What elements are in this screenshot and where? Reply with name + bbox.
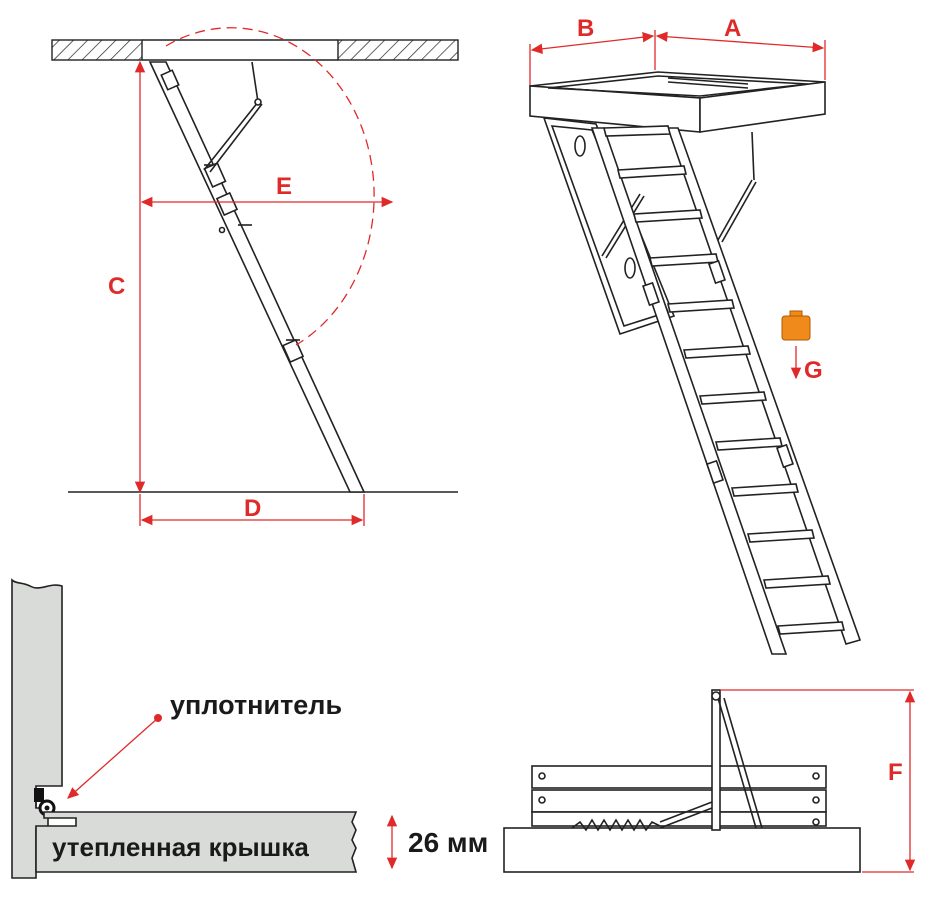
hinge-arm xyxy=(711,689,763,831)
label-f: F xyxy=(888,759,903,786)
seal-label: уплотнитель xyxy=(170,690,342,720)
hatch-lid xyxy=(542,117,757,336)
ceiling-section xyxy=(51,39,459,61)
label-c: C xyxy=(108,273,125,300)
seal-callout: уплотнитель xyxy=(67,690,342,799)
spring xyxy=(571,801,713,832)
load-g: G xyxy=(781,310,823,384)
swing-arc xyxy=(165,27,375,346)
dimension-d: D xyxy=(139,494,365,526)
dimension-a: A xyxy=(655,15,826,80)
side-view: C E D xyxy=(51,27,459,526)
ladder-rungs xyxy=(602,125,846,635)
label-g: G xyxy=(804,357,823,384)
hatch-frame xyxy=(529,71,826,133)
side-ladder xyxy=(148,61,366,493)
iso-ladder xyxy=(590,125,862,655)
weight-icon xyxy=(781,310,811,341)
label-e: E xyxy=(276,173,292,200)
iso-view: B A xyxy=(529,15,862,655)
hatch-base xyxy=(503,827,861,873)
lid-profile xyxy=(35,811,358,873)
thickness-label: 26 мм xyxy=(408,827,488,858)
lid-label: утепленная крышка xyxy=(52,832,309,862)
hatch-view: F xyxy=(503,689,916,873)
folded-ladder-sections xyxy=(531,765,827,827)
dimension-b: B xyxy=(529,15,656,86)
thickness-dimension: 26 мм xyxy=(386,814,488,870)
seal-detail: утепленная крышка уплотнитель 26 мм xyxy=(11,578,488,879)
dimension-c: C xyxy=(108,60,146,494)
label-d: D xyxy=(244,495,261,522)
label-b: B xyxy=(577,15,594,42)
dimension-e: E xyxy=(140,173,394,208)
label-a: A xyxy=(724,15,741,42)
dimension-f: F xyxy=(720,689,916,873)
